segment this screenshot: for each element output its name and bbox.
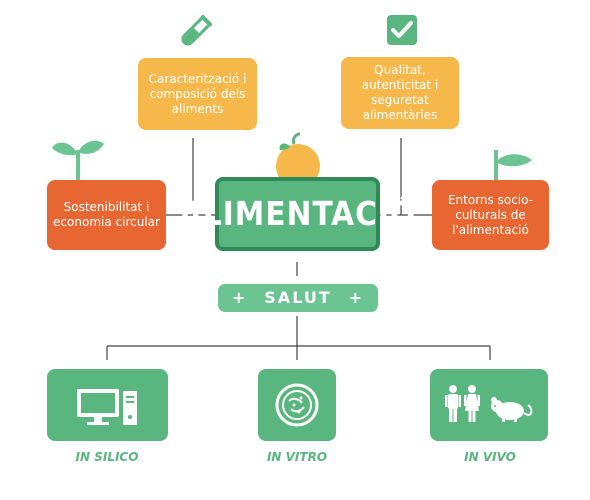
computer-icon [77, 389, 137, 425]
method-label-in-vitro: IN VITRO [266, 450, 328, 464]
test-tube-icon [181, 14, 213, 46]
method-tile-in-vitro [258, 369, 336, 441]
sprout-icon [494, 150, 532, 182]
node-alimentacio: ALIMENTACIÓ [179, 177, 415, 251]
salut-label: SALUT [264, 288, 332, 307]
human-and-mouse-icon [445, 385, 533, 422]
sprout-icon [52, 140, 104, 180]
checkbox-icon [387, 15, 417, 45]
central-title: ALIMENTACIÓ [178, 194, 417, 234]
node-label: Caracterització i composició dels alimen… [148, 71, 247, 116]
node-food-quality-safety: Qualitat, autenticitat i seguretat alime… [341, 57, 459, 129]
plus-icon: + [232, 288, 248, 307]
node-sustainability: Sostenibilitat i economia circular [47, 180, 166, 250]
node-salut: + SALUT + [218, 284, 378, 312]
plus-icon: + [348, 288, 364, 307]
node-socio-cultural: Entorns socio-culturals de l'alimentació [432, 180, 549, 250]
node-label: Sostenibilitat i economia circular [53, 200, 160, 229]
node-label: Entorns socio-culturals de l'alimentació [447, 192, 534, 237]
method-label-in-vivo: IN VIVO [464, 450, 516, 464]
node-label: Qualitat, autenticitat i seguretat alime… [361, 63, 439, 122]
node-food-characterization: Caracterització i composició dels alimen… [138, 58, 257, 130]
method-label-in-silico: IN SILICO [75, 450, 139, 464]
petri-dish-icon [275, 383, 319, 427]
method-tile-in-vivo [430, 369, 548, 441]
method-tile-in-silico [47, 369, 168, 441]
